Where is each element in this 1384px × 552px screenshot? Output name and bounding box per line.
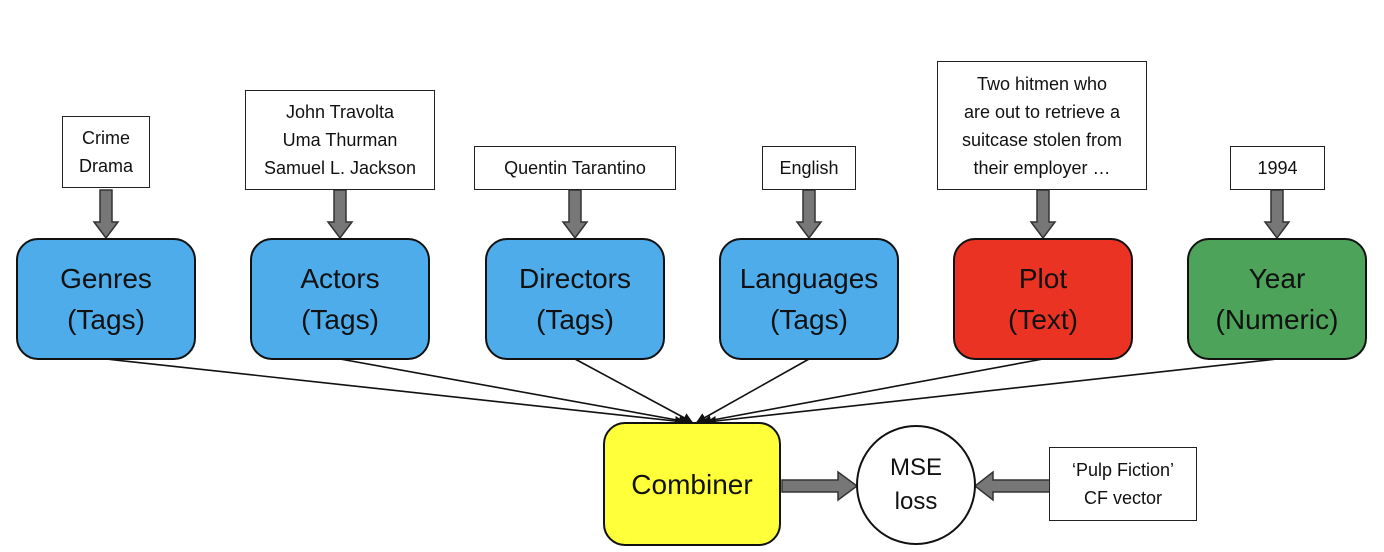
plot-to-combiner-line [701, 358, 1044, 426]
genres-input-line: Drama [78, 156, 133, 176]
plot-input-line: suitcase stolen from [961, 129, 1123, 150]
directors-node-type: (Tags) [536, 304, 614, 335]
actors-node-type: (Tags) [301, 304, 379, 335]
year-node: Year (Numeric) [1187, 238, 1367, 360]
genres-node: Genres (Tags) [16, 238, 196, 360]
year-input-box: 1994 [1230, 146, 1325, 190]
languages-input-arrow [795, 189, 823, 240]
target-line1: ‘Pulp Fiction’ [1071, 460, 1175, 480]
target-to-mse-arrow [973, 470, 1051, 502]
mse-loss-line2: loss [894, 488, 938, 515]
directors-input-line: Quentin Tarantino [504, 158, 646, 178]
mse-loss-line1: MSE [889, 454, 942, 481]
directors-to-combiner-line [574, 358, 693, 423]
plot-node-type: (Text) [1008, 304, 1078, 335]
actors-input-arrow [326, 189, 354, 240]
genres-input-line: Crime [82, 128, 130, 148]
plot-input-line: Two hitmen who [976, 73, 1108, 94]
actors-node: Actors (Tags) [250, 238, 430, 360]
actors-input-line: John Travolta [285, 102, 395, 122]
languages-node-title: Languages [739, 263, 879, 294]
plot-input-line: their employer … [973, 157, 1111, 178]
genres-input-arrow [92, 189, 120, 240]
actors-to-combiner-line [339, 358, 689, 426]
actors-input-line: Uma Thurman [282, 130, 398, 150]
genres-input-box: Crime Drama [62, 116, 150, 188]
year-node-type: (Numeric) [1215, 304, 1339, 335]
plot-input-box: Two hitmen who are out to retrieve a sui… [937, 61, 1147, 190]
plot-node: Plot (Text) [953, 238, 1133, 360]
year-node-title: Year [1248, 263, 1306, 294]
actors-input-line: Samuel L. Jackson [263, 158, 417, 178]
directors-node: Directors (Tags) [485, 238, 665, 360]
combiner-node: Combiner [603, 422, 781, 546]
plot-input-line: are out to retrieve a [963, 101, 1121, 122]
genres-node-type: (Tags) [67, 304, 145, 335]
genres-node-title: Genres [60, 263, 152, 294]
target-line2: CF vector [1083, 488, 1162, 508]
plot-input-arrow [1029, 189, 1057, 240]
languages-to-combiner-line [696, 358, 810, 423]
year-to-combiner-line [706, 358, 1278, 426]
languages-node-type: (Tags) [770, 304, 848, 335]
year-input-arrow [1263, 189, 1291, 240]
directors-input-box: Quentin Tarantino [474, 146, 676, 190]
languages-input-box: English [762, 146, 856, 190]
combiner-label: Combiner [631, 468, 753, 500]
genres-to-combiner-line [105, 358, 685, 426]
directors-input-arrow [561, 189, 589, 240]
directors-node-title: Directors [518, 263, 631, 294]
actors-node-title: Actors [300, 263, 380, 294]
combiner-to-mse-arrow [781, 470, 859, 502]
target-cf-vector-box: ‘Pulp Fiction’ CF vector [1049, 447, 1197, 521]
languages-node: Languages (Tags) [719, 238, 899, 360]
languages-input-line: English [779, 158, 839, 178]
mse-loss-node: MSE loss [856, 425, 976, 545]
plot-node-title: Plot [1018, 263, 1068, 294]
actors-input-box: John Travolta Uma Thurman Samuel L. Jack… [245, 90, 435, 190]
year-input-line: 1994 [1257, 158, 1298, 178]
